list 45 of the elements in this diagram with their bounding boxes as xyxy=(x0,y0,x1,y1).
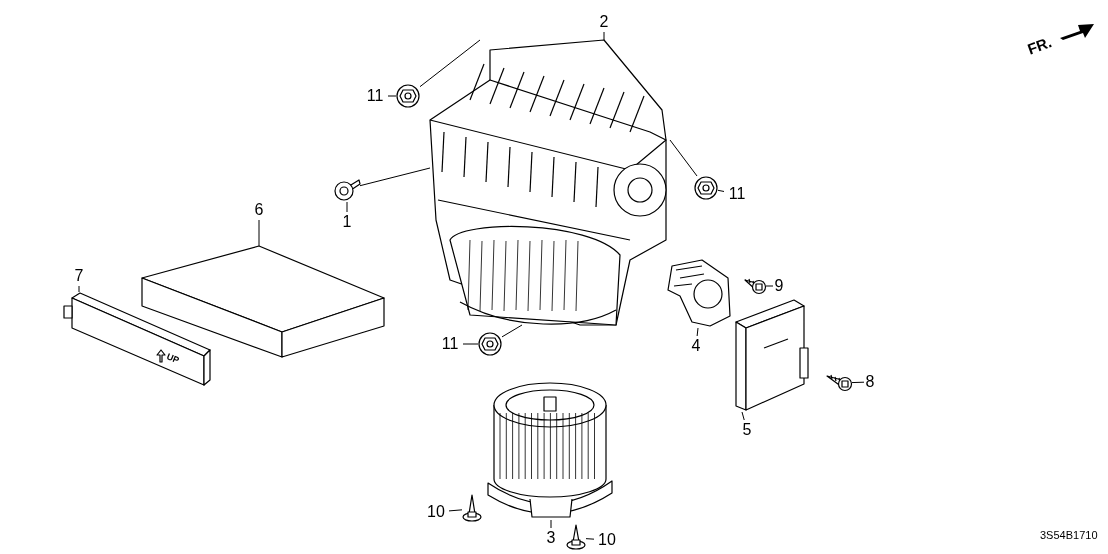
callout-number: 5 xyxy=(741,420,753,440)
nut-drawing xyxy=(694,176,718,200)
heater-unit-drawing xyxy=(430,40,670,325)
screw-drawing xyxy=(744,276,766,296)
callout-number: 9 xyxy=(773,276,785,296)
callout-number: 10 xyxy=(594,530,620,550)
leader-line xyxy=(696,327,699,337)
callout-number: 1 xyxy=(341,212,353,232)
callout-number: 10 xyxy=(423,502,449,522)
leader-line xyxy=(741,411,745,421)
leader-line xyxy=(717,189,725,192)
leader-line xyxy=(462,343,479,345)
leader-line xyxy=(550,519,552,529)
leader-line xyxy=(851,381,865,384)
leader-line xyxy=(669,139,698,177)
nut-drawing xyxy=(478,332,502,356)
leader-line xyxy=(448,509,463,512)
callout-number: 3 xyxy=(544,528,558,548)
up-marking: UP xyxy=(165,352,181,366)
callout-number: 4 xyxy=(690,336,702,356)
callout-number: 11 xyxy=(437,334,463,354)
drawing-number: 3S54B1710 xyxy=(1040,530,1098,541)
front-direction-label: FR. xyxy=(1025,34,1054,57)
screw-drawing xyxy=(566,524,586,552)
callout-number: 8 xyxy=(864,372,876,392)
callout-number: 11 xyxy=(362,86,388,106)
leader-line xyxy=(78,285,80,293)
callout-number: 6 xyxy=(252,200,266,220)
leader-line xyxy=(387,95,397,97)
leader-line xyxy=(346,201,348,213)
callout-number: 2 xyxy=(597,12,611,32)
screw-drawing xyxy=(826,372,852,394)
callout-number: 11 xyxy=(724,184,750,204)
control-unit-drawing xyxy=(734,298,810,412)
leader-line xyxy=(258,219,260,247)
leader-line xyxy=(603,31,605,41)
leader-line xyxy=(585,538,595,540)
leader-line xyxy=(501,324,523,338)
leader-line xyxy=(765,285,774,287)
filter-cover-drawing xyxy=(64,292,210,386)
leader-line xyxy=(359,167,431,187)
nut-drawing xyxy=(396,84,420,108)
callout-number: 7 xyxy=(73,266,85,286)
leader-line xyxy=(419,39,481,88)
screw-drawing xyxy=(462,494,482,524)
